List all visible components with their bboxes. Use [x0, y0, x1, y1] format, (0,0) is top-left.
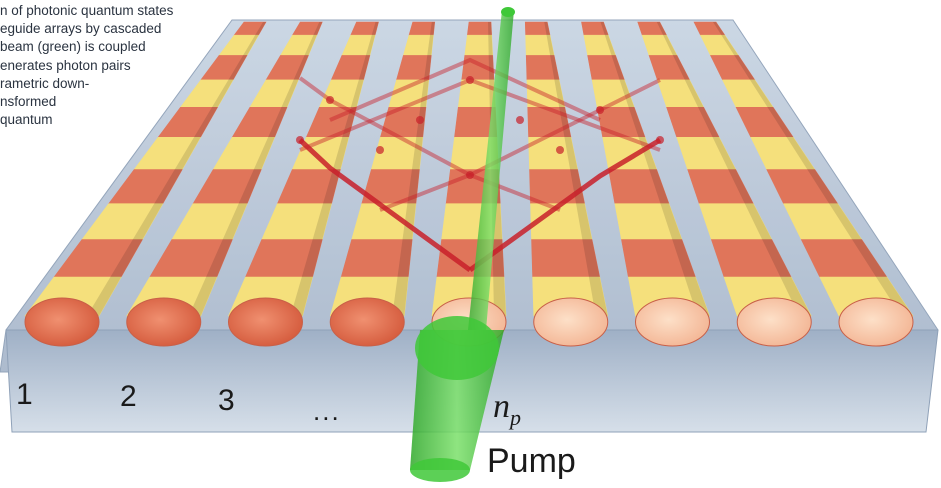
waveguide-shadow — [600, 22, 710, 316]
pump-label: Pump — [487, 442, 576, 480]
pump-symbol-subscript: p — [510, 404, 521, 430]
waveguide-shadow — [392, 22, 435, 316]
waveguide-end-face — [635, 297, 710, 347]
waveguide — [126, 21, 323, 347]
photon-pair-paths — [296, 57, 664, 273]
waveguide-end-face — [228, 297, 303, 347]
photon-path — [298, 138, 472, 273]
waveguide-shadow — [656, 22, 812, 316]
photon-marker — [556, 146, 564, 154]
waveguide-label-3: 3 — [218, 384, 235, 417]
waveguide-segment — [467, 21, 492, 36]
pump-symbol-base: n — [493, 388, 510, 425]
photon-path — [329, 57, 601, 122]
waveguide — [637, 21, 812, 347]
caption-line: nsformed — [0, 94, 57, 110]
pump-beam-tail — [410, 458, 470, 482]
photon-marker — [326, 96, 334, 104]
waveguide-ellipsis-label: ... — [313, 396, 341, 426]
photon-marker — [466, 76, 474, 84]
waveguide-shadow — [713, 22, 913, 316]
pump-beam-bulge — [415, 316, 499, 380]
caption-line: enerates photon pairs — [0, 57, 131, 73]
waveguide-end-face — [736, 297, 812, 347]
waveguide-end-face — [533, 297, 609, 347]
waveguide-end-face — [24, 297, 100, 347]
photon-marker — [376, 146, 384, 154]
waveguide-shadow — [87, 22, 266, 316]
waveguide-end-face — [329, 297, 405, 347]
photon-marker — [416, 116, 424, 124]
photon-marker — [596, 106, 604, 114]
caption-line: rametric down- — [0, 75, 90, 91]
waveguide-shadow — [188, 22, 323, 316]
waveguide-label-1: 1 — [16, 378, 33, 411]
pump-beam — [410, 7, 515, 482]
caption-line: eguide arrays by cascaded — [0, 21, 162, 37]
pump-mode-symbol: np — [493, 388, 521, 431]
photon-marker — [516, 116, 524, 124]
waveguide-end-face — [838, 297, 914, 347]
caption-line: beam (green) is coupled — [0, 39, 146, 55]
waveguide — [581, 21, 710, 347]
caption-line: n of photonic quantum states — [0, 3, 174, 18]
waveguide — [24, 21, 267, 347]
photon-marker — [296, 136, 304, 144]
figure-caption-fragment: n of photonic quantum states eguide array… — [0, 2, 300, 129]
waveguide-label-2: 2 — [120, 380, 137, 413]
photon-path — [468, 137, 662, 273]
waveguide-end-face — [126, 297, 202, 347]
waveguide-array — [24, 21, 914, 347]
photon-marker — [466, 171, 474, 179]
pump-beam-end — [501, 7, 515, 17]
pump-beam-inside — [468, 10, 514, 330]
waveguide-shadow — [544, 22, 608, 316]
photon-marker — [656, 136, 664, 144]
caption-line: quantum — [0, 112, 53, 128]
waveguide — [693, 21, 914, 347]
waveguide — [329, 21, 436, 347]
